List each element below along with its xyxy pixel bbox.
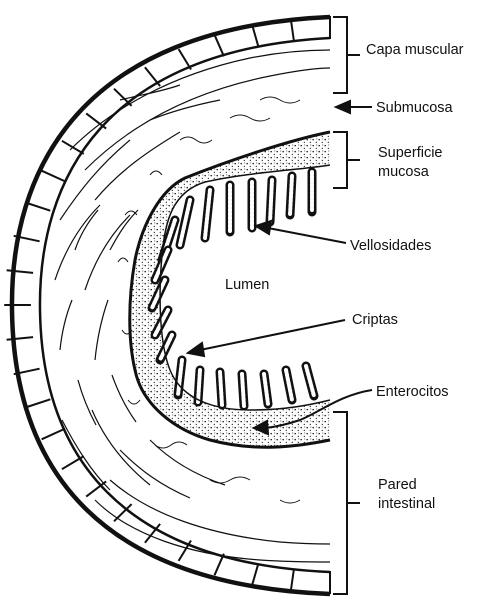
muscle-band-inner-edge bbox=[38, 36, 331, 574]
label-capa-muscular: Capa muscular bbox=[366, 42, 464, 58]
muscle-block-divider bbox=[6, 336, 34, 341]
muscle-block-divider bbox=[213, 553, 225, 576]
label-enterocitos: Enterocitos bbox=[376, 384, 449, 400]
muscle-block-divider bbox=[289, 17, 295, 42]
bracket-superficie-mucosa bbox=[333, 131, 360, 189]
outer-wall-edge bbox=[9, 14, 331, 597]
muscle-cell-blocks bbox=[4, 16, 331, 594]
muscle-block-divider bbox=[41, 169, 66, 183]
villus-cells bbox=[196, 368, 202, 404]
muscle-block-divider bbox=[177, 48, 192, 71]
label-lumen: Lumen bbox=[225, 277, 269, 293]
muscle-block-divider bbox=[251, 24, 260, 47]
muscle-block-divider bbox=[144, 523, 161, 544]
muscle-block-divider bbox=[144, 66, 161, 87]
muscle-fiber-texture bbox=[54, 49, 331, 563]
villus-cells bbox=[218, 370, 224, 407]
submucosa-texture bbox=[117, 96, 301, 504]
arrow-vellosidades-line bbox=[267, 227, 347, 244]
label-pared-line2: intestinal bbox=[378, 496, 435, 512]
muscle-block-divider bbox=[13, 367, 40, 376]
lumen-border bbox=[159, 164, 331, 411]
muscle-block-divider bbox=[113, 87, 133, 107]
villus-cells bbox=[262, 372, 270, 406]
muscle-block-divider bbox=[41, 427, 66, 441]
label-criptas: Criptas bbox=[352, 312, 398, 328]
arrows bbox=[185, 99, 373, 436]
muscle-block-divider bbox=[6, 269, 34, 274]
mucosa-surface-line bbox=[128, 130, 331, 449]
label-pared-line1: Pared bbox=[378, 477, 417, 493]
villus-cells bbox=[178, 198, 192, 247]
villus-cells bbox=[203, 188, 212, 240]
label-superficie-line2: mucosa bbox=[378, 164, 430, 180]
muscle-block-divider bbox=[25, 398, 51, 409]
label-submucosa: Submucosa bbox=[376, 100, 454, 116]
muscle-block-divider bbox=[85, 480, 107, 498]
muscle-block-divider bbox=[177, 539, 192, 562]
muscle-block-divider bbox=[251, 563, 260, 586]
muscle-block-divider bbox=[25, 201, 51, 212]
villus-cells bbox=[158, 333, 174, 362]
villus-cells bbox=[304, 364, 316, 398]
villus-cells bbox=[268, 178, 274, 224]
arrow-criptas-line bbox=[199, 319, 346, 351]
muscle-block-divider bbox=[289, 568, 295, 593]
arrow-enterocitos-head bbox=[251, 419, 270, 436]
brackets bbox=[333, 16, 360, 595]
villus-cells bbox=[240, 372, 246, 408]
muscle-block-divider bbox=[61, 455, 85, 471]
villus-cells bbox=[288, 174, 294, 217]
villus-cells bbox=[284, 368, 294, 402]
bracket-pared-intestinal bbox=[333, 411, 360, 595]
label-superficie-line1: Superficie bbox=[378, 145, 442, 161]
muscle-block-divider bbox=[213, 34, 225, 57]
arrow-enterocitos-line bbox=[264, 389, 373, 429]
muscle-block-divider bbox=[85, 112, 107, 130]
arrow-criptas-head bbox=[185, 341, 206, 358]
arrow-vellosidades-head bbox=[253, 219, 273, 236]
villus-cells bbox=[176, 358, 184, 397]
muscle-block-divider bbox=[13, 234, 40, 243]
bracket-capa-muscular bbox=[333, 16, 360, 94]
label-vellosidades: Vellosidades bbox=[350, 238, 431, 254]
villus-cells bbox=[150, 278, 167, 310]
arrow-submucosa-head bbox=[333, 99, 351, 115]
